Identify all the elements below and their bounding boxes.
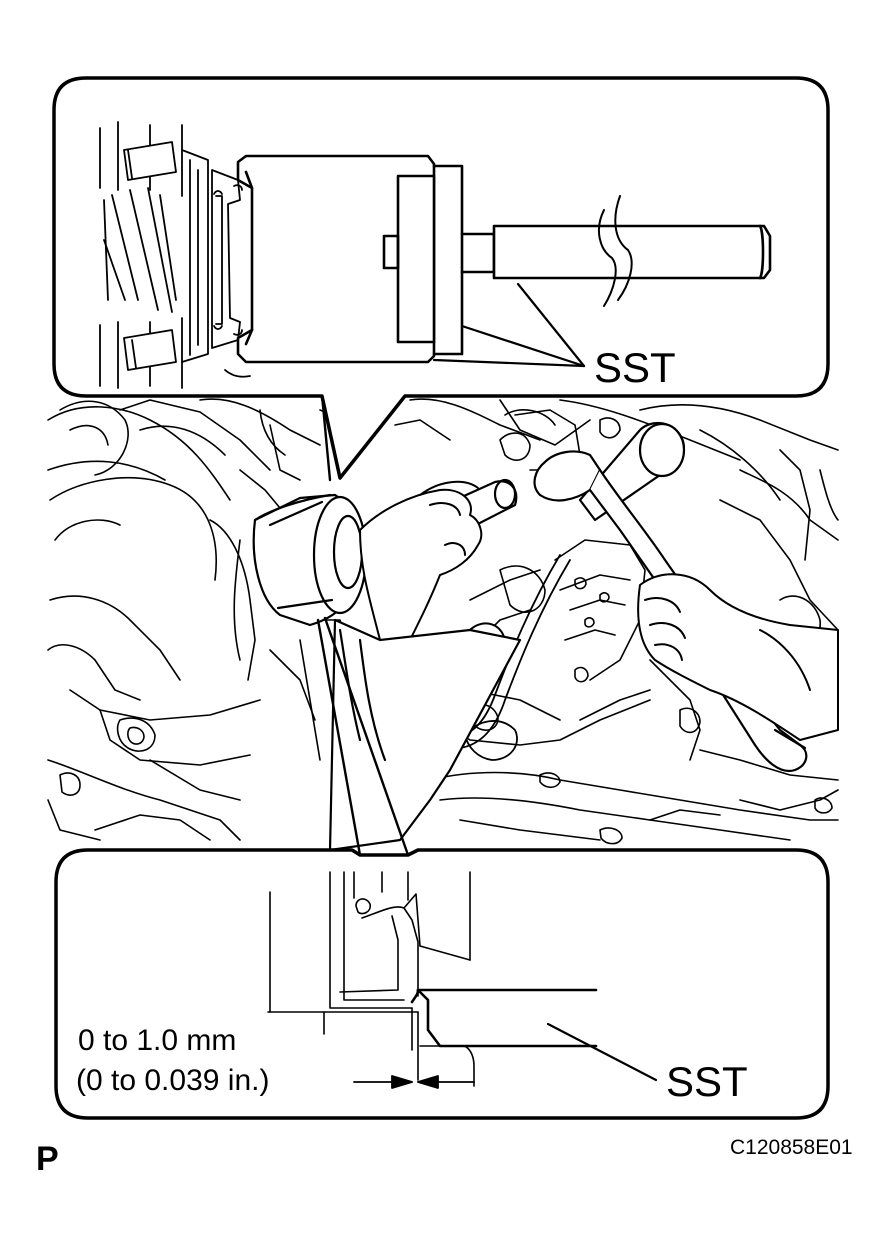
top-detail-callout [52, 76, 830, 480]
sst-driver-tool [252, 478, 518, 627]
sst-top-leaders [432, 282, 586, 368]
dimension-arrows [353, 1075, 475, 1089]
right-hand [637, 573, 839, 741]
page-marker: P [36, 1140, 59, 1178]
figure-code: C120858E01 [730, 1136, 853, 1159]
left-sleeve [328, 618, 522, 852]
sst-label-bottom: SST [666, 1058, 748, 1105]
callout-leader-bottom [316, 616, 410, 857]
clearance-imperial-label: (0 to 0.039 in.) [76, 1064, 270, 1097]
sst-bottom-leader [546, 1022, 658, 1082]
oil-seal [211, 169, 243, 349]
bearing-housing [99, 121, 251, 389]
bottom-detail-callout [54, 848, 830, 1120]
sst-driver-section [236, 154, 772, 364]
sst-bottom-section [410, 988, 598, 1048]
clearance-metric-label: 0 to 1.0 mm [78, 1024, 237, 1057]
sst-label-top: SST [594, 344, 676, 391]
seal-housing-section [267, 871, 475, 1087]
main-scene [47, 393, 839, 857]
